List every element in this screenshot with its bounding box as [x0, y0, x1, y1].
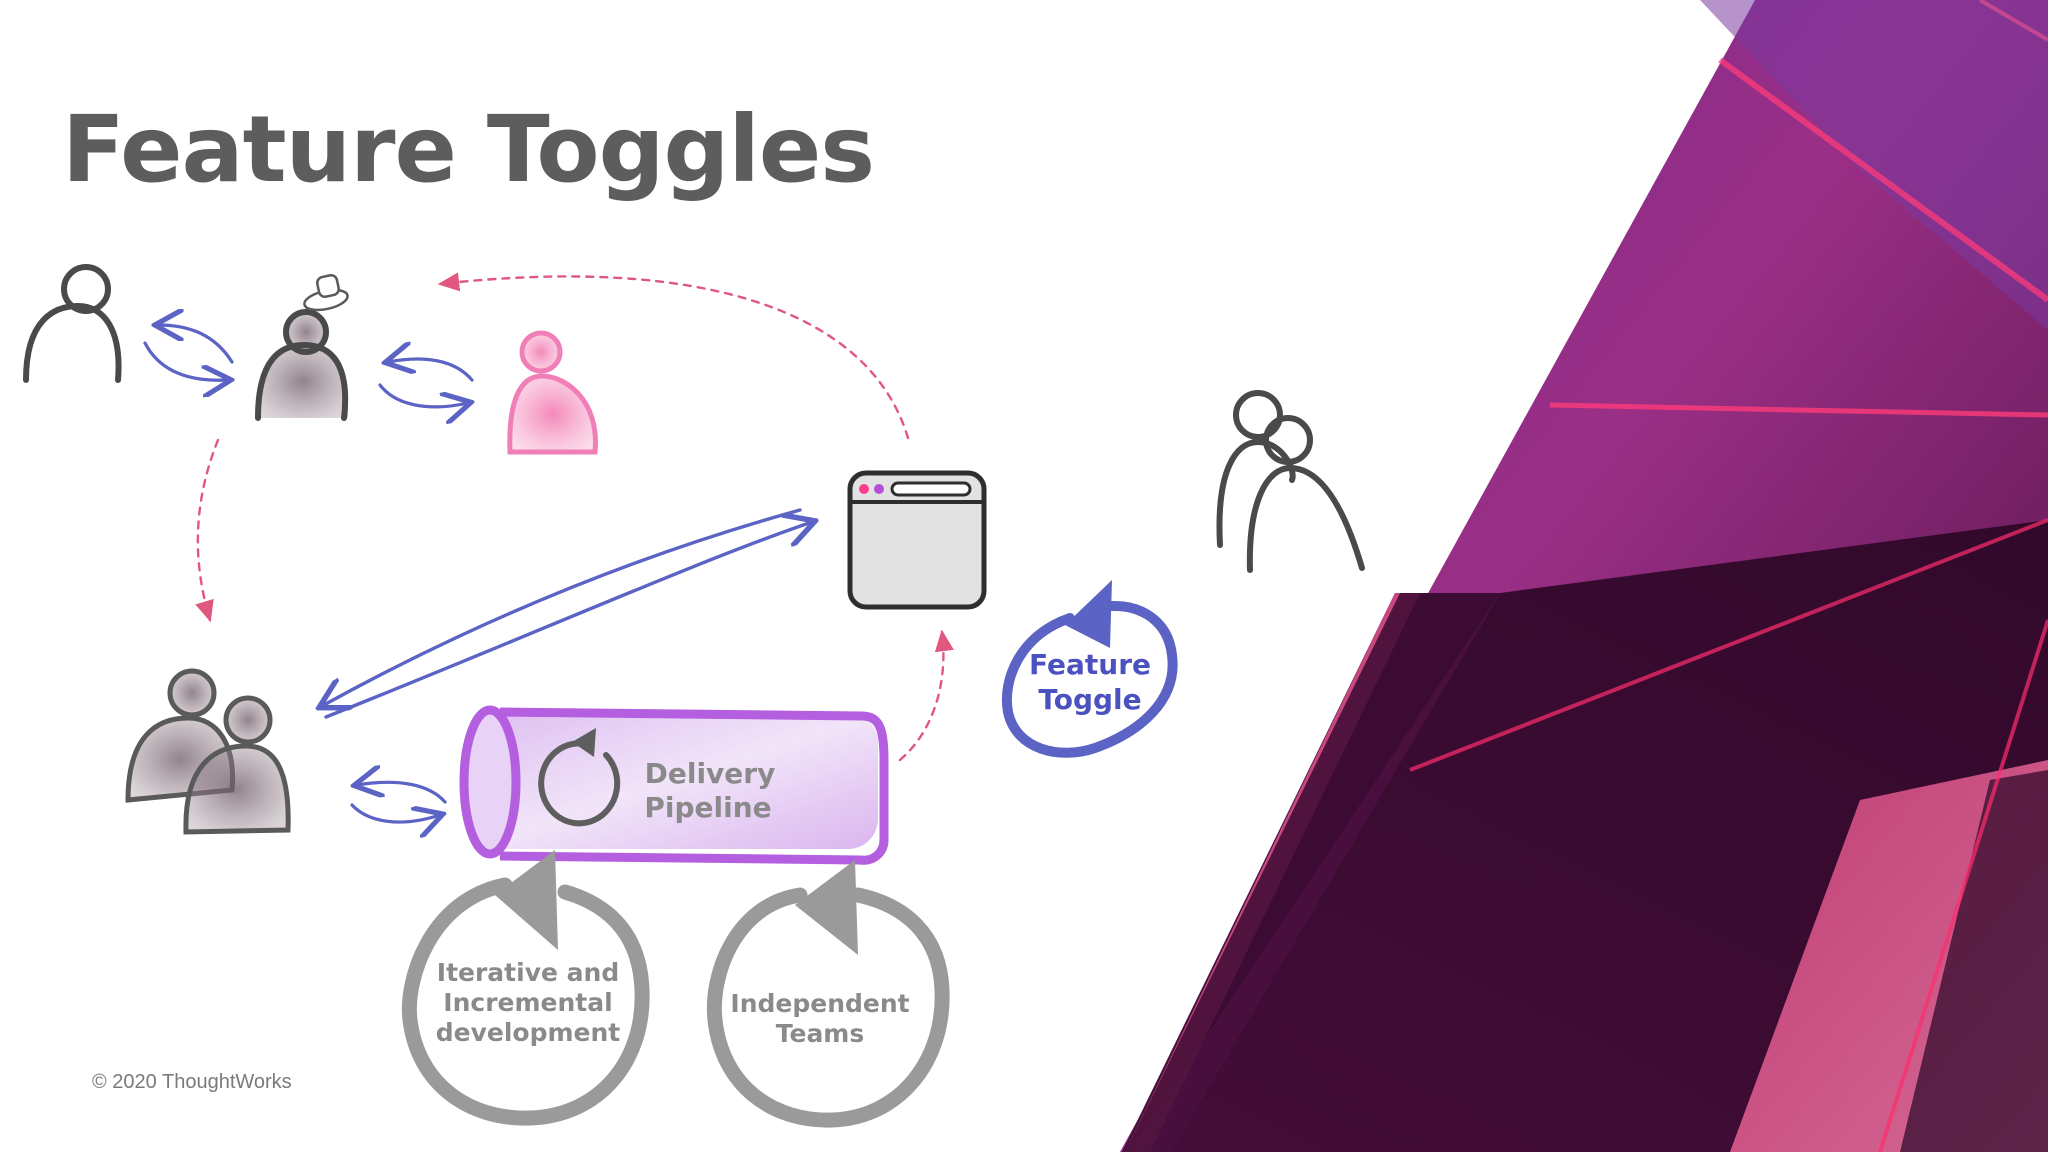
- bg-light-streak-3: [1409, 518, 2048, 772]
- browser-window-icon: [847, 470, 987, 610]
- release-arrows: [322, 508, 812, 719]
- feedback-arrows: [195, 272, 954, 762]
- pipeline-label-line1: Delivery: [645, 757, 776, 790]
- bg-light-streak-5: [1978, 0, 2048, 42]
- feature-toggle-label-line1: Feature: [1029, 648, 1151, 681]
- copyright-text: © 2020 ThoughtWorks: [92, 1071, 292, 1093]
- hat-icon: [303, 274, 349, 312]
- team-people-icon: [125, 668, 291, 835]
- pipeline-label-line2: Pipeline: [644, 791, 771, 824]
- feature-toggle-cycle: Feature Toggle: [1002, 580, 1178, 758]
- page-title: Feature Toggles: [62, 96, 875, 203]
- bg-light-streak-2: [1549, 402, 2048, 418]
- bg-slab-dark-bottom: [1900, 770, 2048, 1152]
- iterative-development-cycle: Iterative and Incremental development: [401, 850, 650, 1126]
- independent-teams-cycle: Independent Teams: [706, 860, 950, 1128]
- bg-light-streak-1: [1718, 57, 2048, 303]
- person-with-hat-icon: [255, 274, 349, 421]
- bg-slab-front: [1125, 593, 1500, 1152]
- iterative-label-line3: development: [436, 1018, 621, 1047]
- independent-label-line1: Independent: [730, 989, 909, 1018]
- iterative-label-line1: Iterative and: [437, 958, 619, 987]
- bg-slab-top-right: [1700, 0, 2048, 330]
- feature-toggle-label-line2: Toggle: [1038, 683, 1141, 716]
- person-icon: [23, 264, 122, 383]
- independent-label-line2: Teams: [776, 1019, 865, 1048]
- bg-light-streak-4: [1878, 619, 2048, 1152]
- pipeline-cycle-icon: [538, 728, 621, 827]
- pair-of-people-icon: [1216, 390, 1365, 573]
- pink-person-icon: [507, 330, 598, 455]
- delivery-pipeline: Delivery Pipeline: [459, 705, 889, 865]
- iterative-label-line2: Incremental: [443, 988, 612, 1017]
- collaboration-arrows: [143, 325, 472, 822]
